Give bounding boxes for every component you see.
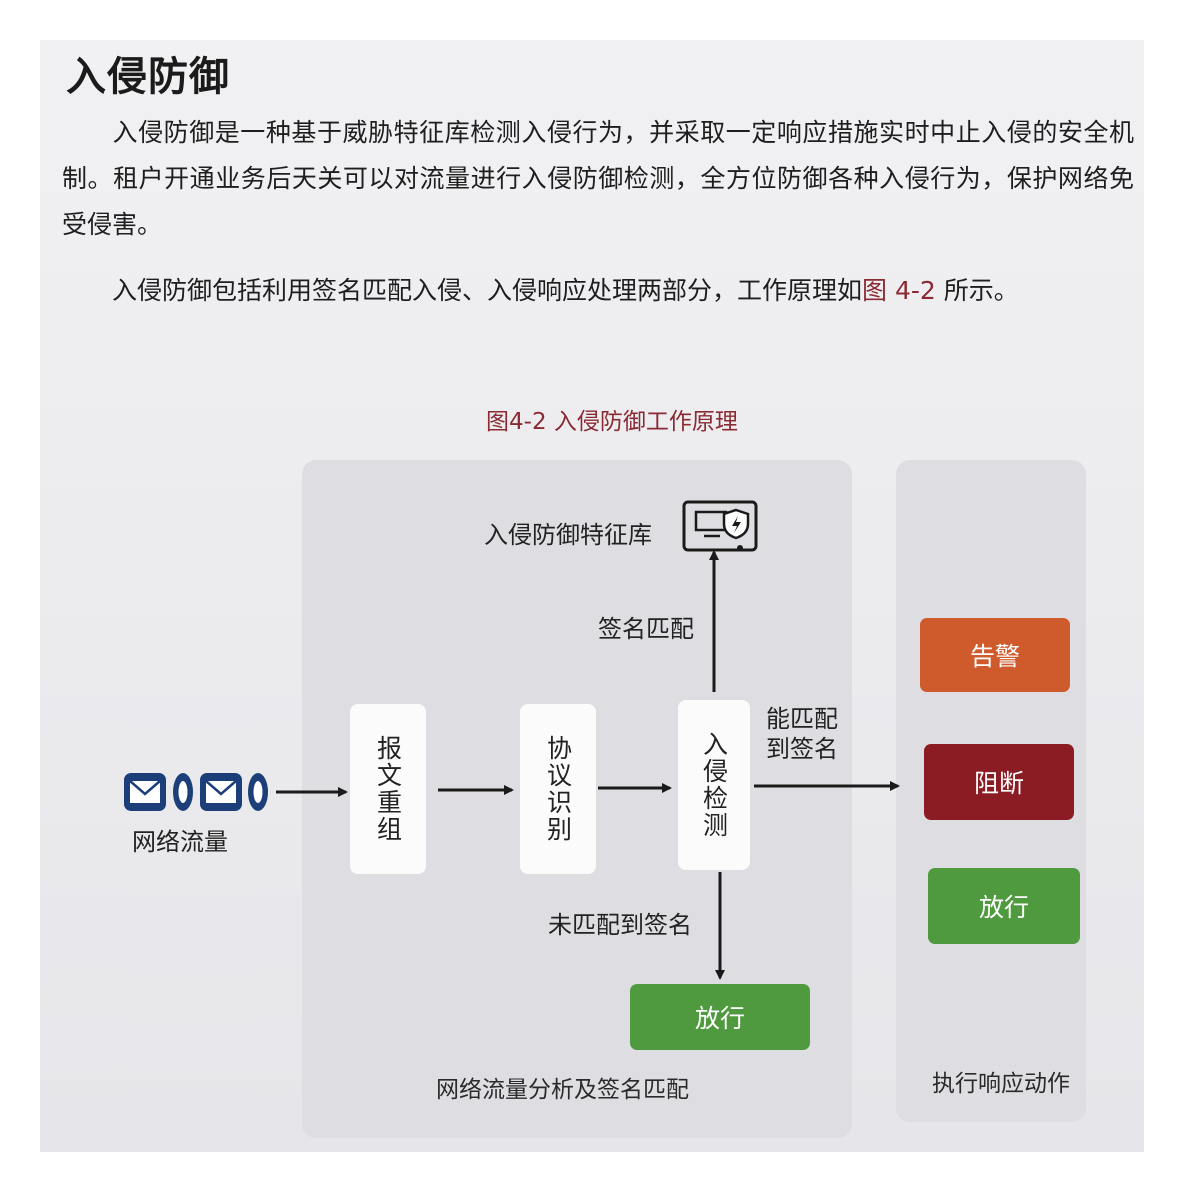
matched-label: 能匹配 到签名 [766,705,838,763]
action-alert: 告警 [920,618,1070,692]
signature-match-label: 签名匹配 [598,615,694,643]
analysis-panel-label: 网络流量分析及签名匹配 [436,1077,689,1103]
traffic-label: 网络流量 [132,828,228,856]
step-intrusion-detection: 入侵检测 [678,700,750,870]
response-panel-label: 执行响应动作 [932,1071,1070,1097]
paragraph-principle-tail: 所示。 [935,276,1019,305]
unmatched-allow-action: 放行 [630,984,810,1050]
unmatched-label: 未匹配到签名 [548,911,692,939]
section-heading: 入侵防御 [66,54,230,100]
action-allow: 放行 [928,868,1080,944]
document-page: 入侵防御 入侵防御是一种基于威胁特征库检测入侵行为，并采取一定响应措施实时中止入… [40,40,1144,1152]
paragraph-principle-text: 入侵防御包括利用签名匹配入侵、入侵响应处理两部分，工作原理如 [112,276,863,305]
signature-db-label: 入侵防御特征库 [484,521,652,549]
step-protocol-identification: 协议识别 [520,704,596,874]
action-block: 阻断 [924,744,1074,820]
paragraph-intro: 入侵防御是一种基于威胁特征库检测入侵行为，并采取一定响应措施实时中止入侵的安全机… [62,110,1134,248]
figure-reference-link[interactable]: 图 4-2 [862,276,936,305]
flow-arrows [124,500,900,980]
paragraph-intro-text: 入侵防御是一种基于威胁特征库检测入侵行为，并采取一定响应措施实时中止入侵的安全机… [62,118,1134,239]
monitor-shield-icon [682,500,758,552]
step-packet-reassembly: 报文重组 [350,704,426,874]
paragraph-principle: 入侵防御包括利用签名匹配入侵、入侵响应处理两部分，工作原理如图 4-2 所示。 [62,268,1138,314]
figure-caption: 图4-2 入侵防御工作原理 [486,409,738,435]
envelope-packet-icon [124,773,268,811]
